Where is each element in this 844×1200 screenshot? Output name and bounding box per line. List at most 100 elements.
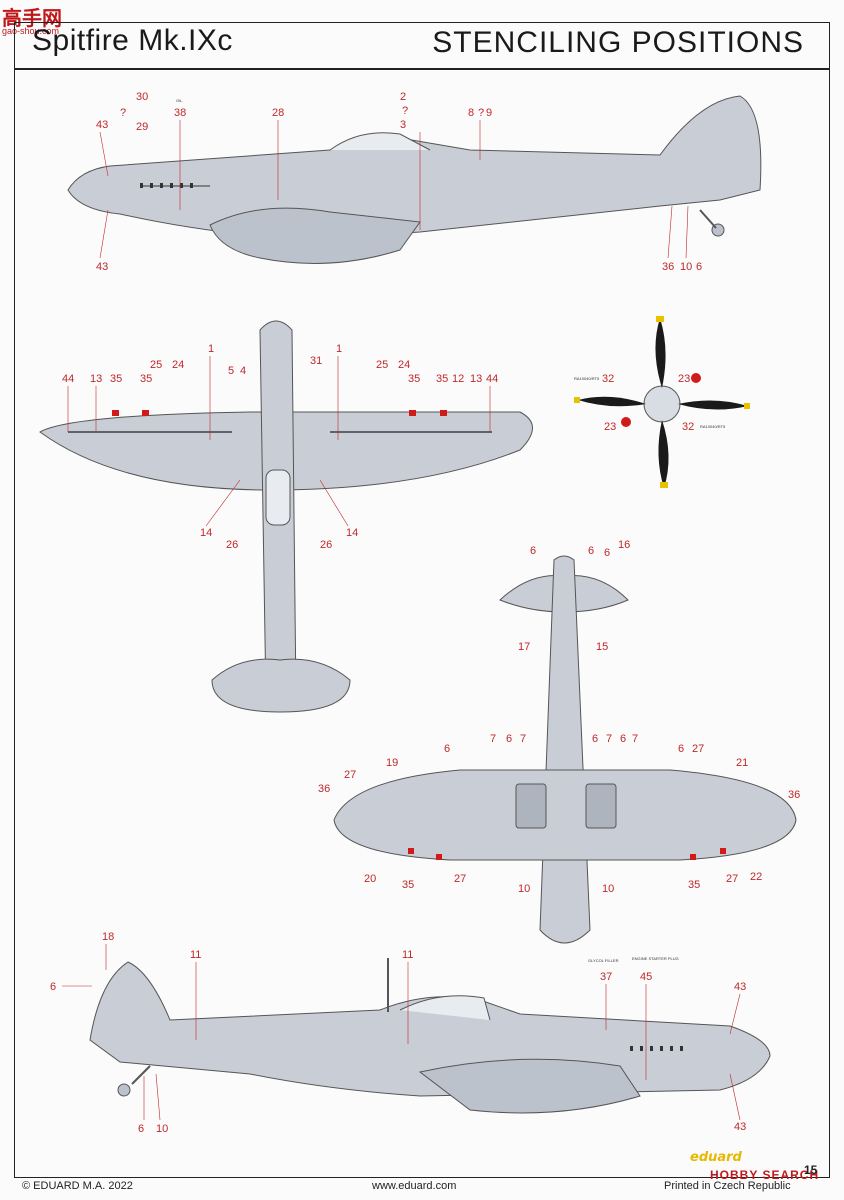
callout-43: 43 — [96, 261, 108, 273]
callout-question: ? — [402, 105, 408, 117]
callout-22: 22 — [750, 871, 762, 883]
callout-6: 6 — [530, 545, 536, 557]
side-view-bottom: 18 6 11 11 37 GLYCOL FILLER 45 ENGINE ST… — [50, 931, 771, 1135]
callout-35: 35 — [408, 373, 420, 385]
callout-1: 1 — [208, 343, 214, 355]
callout-6: 6 — [696, 261, 702, 273]
callout-10: 10 — [518, 883, 530, 895]
callout-28: 28 — [272, 107, 284, 119]
callout-25: 25 — [150, 359, 162, 371]
callout-6: 6 — [50, 981, 56, 993]
callout-18: 18 — [102, 931, 114, 943]
stencil-glycol: GLYCOL FILLER — [588, 958, 619, 963]
callout-6: 6 — [604, 547, 610, 559]
website: www.eduard.com — [372, 1180, 457, 1192]
stencil-starter: ENGINE STARTER PLUG — [632, 956, 679, 961]
callout-2: 2 — [400, 91, 406, 103]
callout-11: 11 — [402, 949, 413, 961]
callout-23: 23 — [678, 373, 690, 385]
callout-44: 44 — [62, 373, 74, 385]
callout-9: 9 — [486, 107, 492, 119]
callout-question: ? — [478, 107, 484, 119]
callout-35: 35 — [436, 373, 448, 385]
callout-25: 25 — [376, 359, 388, 371]
callout-12: 12 — [452, 373, 464, 385]
callout-8: 8 — [468, 107, 474, 119]
callout-29: 29 — [136, 121, 148, 133]
callout-27: 27 — [692, 743, 704, 755]
plan-view-top: 44 13 35 35 25 24 1 5 4 31 1 25 24 35 35… — [39, 320, 533, 713]
callout-10: 10 — [156, 1123, 168, 1135]
callout-26: 26 — [226, 539, 238, 551]
callout-7: 7 — [520, 733, 526, 745]
title-divider — [14, 68, 830, 70]
callout-6: 6 — [444, 743, 450, 755]
callout-21: 21 — [736, 757, 748, 769]
callout-43: 43 — [734, 981, 746, 993]
callout-6: 6 — [592, 733, 598, 745]
aircraft-title: Spitfire Mk.IXc — [32, 24, 233, 57]
watermark-url: gao-shou.com — [2, 26, 60, 36]
callout-24: 24 — [398, 359, 410, 371]
callout-6: 6 — [620, 733, 626, 745]
callout-32: 32 — [602, 373, 614, 385]
callout-38: 38 — [174, 107, 186, 119]
callout-27: 27 — [344, 769, 356, 781]
stencil-oil: OIL — [176, 98, 183, 103]
callout-43: 43 — [734, 1121, 746, 1133]
plan-view-bottom: 6 6 16 6 17 15 6 7 6 7 6 7 6 7 6 27 19 2… — [318, 539, 800, 944]
watermark-logo: 高手网 — [2, 6, 62, 30]
callout-17: 17 — [518, 641, 530, 653]
callout-7: 7 — [632, 733, 638, 745]
callout-24: 24 — [172, 359, 184, 371]
callout-4: 4 — [240, 365, 246, 377]
printed-in: Printed in Czech Republic — [664, 1180, 791, 1192]
prop-stencil: RA10040/RT5 — [700, 424, 726, 429]
hobby-search-watermark: HOBBY SEARCH — [710, 1168, 820, 1182]
callout-36: 36 — [662, 261, 674, 273]
callout-15: 15 — [596, 641, 608, 653]
callout-23: 23 — [604, 421, 616, 433]
callout-10: 10 — [680, 261, 692, 273]
callout-31: 31 — [310, 355, 322, 367]
callout-7: 7 — [606, 733, 612, 745]
callout-6: 6 — [588, 545, 594, 557]
callout-13: 13 — [470, 373, 482, 385]
callout-16: 16 — [618, 539, 630, 551]
callout-6: 6 — [506, 733, 512, 745]
callout-question: ? — [120, 107, 126, 119]
callout-13: 13 — [90, 373, 102, 385]
copyright: © EDUARD M.A. 2022 — [22, 1180, 133, 1192]
callout-20: 20 — [364, 873, 376, 885]
callout-5: 5 — [228, 365, 234, 377]
propeller-view: 32 23 23 32 RA10040/RT5 RA10040/RT5 — [574, 316, 750, 488]
callout-3: 3 — [400, 119, 406, 131]
callout-7: 7 — [490, 733, 496, 745]
callout-27: 27 — [454, 873, 466, 885]
callout-19: 19 — [386, 757, 398, 769]
callout-10: 10 — [602, 883, 614, 895]
callout-30: 30 — [136, 91, 148, 103]
page-number: 15 — [804, 1163, 818, 1177]
callout-14: 14 — [200, 527, 212, 539]
callout-6: 6 — [138, 1123, 144, 1135]
callout-35: 35 — [140, 373, 152, 385]
callout-1: 1 — [336, 343, 342, 355]
callout-36: 36 — [788, 789, 800, 801]
callout-27: 27 — [726, 873, 738, 885]
side-view-top: 43 43 30 29 ? 38 OIL 28 2 ? 3 8 ? 9 36 1… — [67, 91, 762, 273]
callout-6: 6 — [678, 743, 684, 755]
eduard-logo: eduard — [690, 1150, 742, 1165]
callout-36: 36 — [318, 783, 330, 795]
callout-26: 26 — [320, 539, 332, 551]
page-frame — [14, 22, 830, 1178]
prop-stencil: RA10040/RT5 — [574, 376, 600, 381]
callout-35: 35 — [688, 879, 700, 891]
callout-35: 35 — [110, 373, 122, 385]
section-title: STENCILING POSITIONS — [432, 26, 804, 59]
callout-37: 37 — [600, 971, 612, 983]
callout-14: 14 — [346, 527, 358, 539]
callout-11: 11 — [190, 949, 201, 961]
